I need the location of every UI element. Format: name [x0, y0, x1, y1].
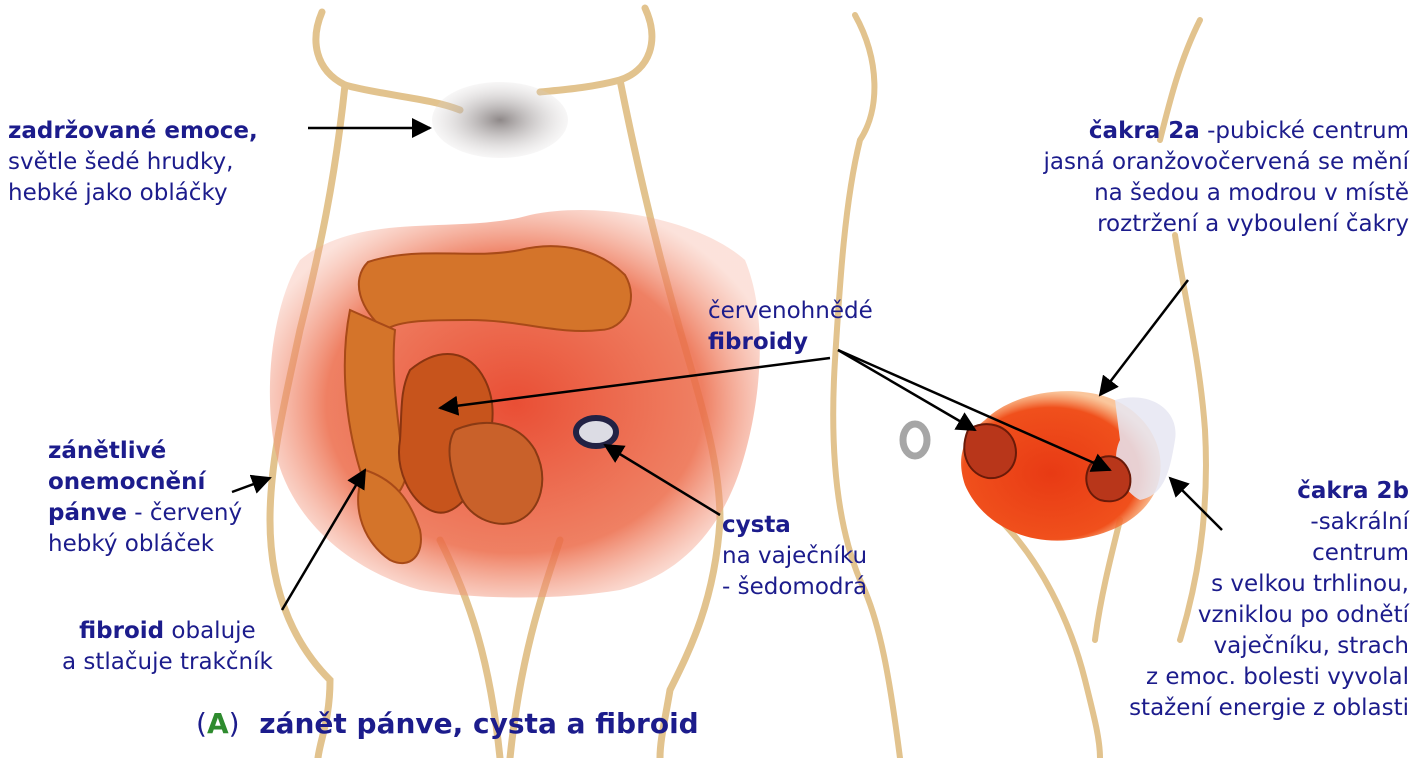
- caption-paren-open: (: [196, 707, 207, 740]
- label-emotions: zadržované emoce, světle šedé hrudky, he…: [8, 116, 258, 209]
- caption-text: zánět pánve, cysta a fibroid: [259, 707, 698, 740]
- emotion-cloud: [432, 82, 568, 158]
- caption-paren-close: ): [229, 707, 240, 740]
- label-cyst: cysta na vaječníku - šedomodrá: [722, 510, 867, 603]
- label-chakra-2b: čakra 2b -sakrální centrum s velkou trhl…: [1129, 476, 1409, 724]
- label-fibroids: červenohnědé fibroidy: [708, 296, 873, 358]
- label-fibroid-wrap: fibroid obaluje a stlačuje trakčník: [62, 616, 273, 678]
- caption-letter: A: [207, 707, 229, 740]
- arrow-chakra-2a: [1100, 280, 1188, 395]
- ovary-ring: [903, 424, 927, 456]
- chakra-fibroid-left: [964, 424, 1016, 478]
- label-chakra-2a: čakra 2a -pubické centrum jasná oranžovo…: [1044, 116, 1409, 240]
- figure-caption: (A) zánět pánve, cysta a fibroid: [196, 708, 699, 739]
- ovary-cyst: [576, 418, 616, 446]
- label-inflammation: zánětlivé onemocnění pánve - červený heb…: [48, 436, 242, 560]
- arrow-fibroids-chakra1: [838, 350, 975, 430]
